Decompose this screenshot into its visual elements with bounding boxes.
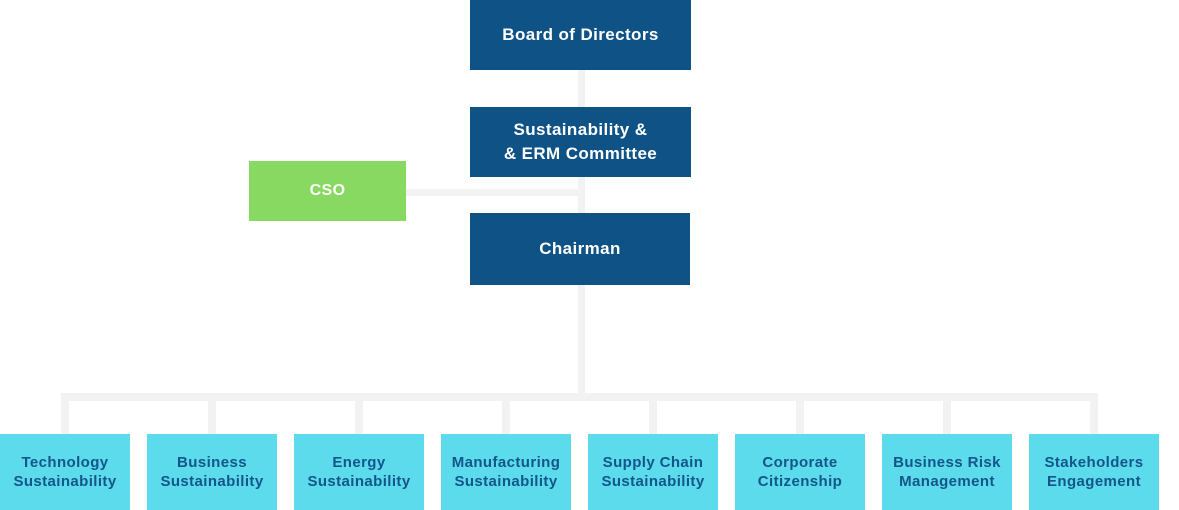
department-line1: Energy	[332, 453, 386, 471]
node-business-risk-management: Business Risk Management	[882, 434, 1012, 510]
node-cso: CSO	[249, 161, 406, 221]
node-corporate-citizenship: Corporate Citizenship	[735, 434, 865, 510]
department-label: Business Sustainability	[160, 453, 263, 492]
department-label: Energy Sustainability	[307, 453, 410, 492]
node-technology-sustainability: Technology Sustainability	[0, 434, 130, 510]
department-label: Corporate Citizenship	[758, 453, 842, 492]
node-energy-sustainability: Energy Sustainability	[294, 434, 424, 510]
node-business-sustainability: Business Sustainability	[147, 434, 277, 510]
node-chairman: Chairman	[470, 213, 690, 285]
connector-stub-2	[208, 393, 216, 434]
department-line2: Engagement	[1046, 473, 1141, 490]
department-line1: Manufacturing	[451, 453, 561, 471]
department-line1: Corporate	[762, 453, 838, 471]
node-board-of-directors: Board of Directors	[470, 0, 691, 70]
department-line1: Stakeholders	[1044, 453, 1144, 471]
connector-stub-3	[355, 393, 363, 434]
department-line2: Sustainability	[13, 473, 117, 490]
node-chairman-label: Chairman	[539, 239, 621, 259]
connector-chairman-to-trunk	[578, 285, 585, 393]
department-line2: Citizenship	[757, 473, 843, 490]
department-line2: Management	[899, 473, 995, 490]
department-label: Supply Chain Sustainability	[601, 453, 704, 492]
node-stakeholders-engagement: Stakeholders Engagement	[1029, 434, 1159, 510]
department-line1: Technology	[21, 453, 109, 471]
connector-stub-7	[943, 393, 951, 434]
node-committee-line1: Sustainability &	[513, 120, 648, 140]
node-supply-chain-sustainability: Supply Chain Sustainability	[588, 434, 718, 510]
department-label: Manufacturing Sustainability	[452, 453, 561, 492]
connector-stub-1	[61, 393, 69, 434]
node-manufacturing-sustainability: Manufacturing Sustainability	[441, 434, 571, 510]
department-label: Business Risk Management	[893, 453, 1001, 492]
connector-stub-6	[796, 393, 804, 434]
department-line2: Sustainability	[601, 473, 705, 490]
department-line2: Sustainability	[454, 473, 558, 490]
department-label: Technology Sustainability	[13, 453, 116, 492]
node-cso-label: CSO	[309, 182, 346, 199]
node-sustainability-erm-committee: Sustainability & & ERM Committee	[470, 107, 691, 177]
department-line1: Business Risk	[893, 453, 1001, 471]
connector-stub-4	[502, 393, 510, 434]
connector-cso-branch	[406, 189, 585, 196]
node-committee-line2: & ERM Committee	[503, 144, 658, 163]
connector-stub-8	[1090, 393, 1098, 434]
department-line1: Supply Chain	[602, 453, 704, 471]
connector-stub-5	[649, 393, 657, 434]
department-line2: Sustainability	[160, 473, 264, 490]
node-board-label: Board of Directors	[502, 25, 659, 45]
node-committee-label: Sustainability & & ERM Committee	[504, 118, 657, 166]
department-line1: Business	[177, 453, 247, 471]
connector-board-to-committee	[578, 70, 585, 107]
department-label: Stakeholders Engagement	[1044, 453, 1143, 492]
department-line2: Sustainability	[307, 473, 411, 490]
connector-trunk-horizontal	[61, 393, 1098, 401]
